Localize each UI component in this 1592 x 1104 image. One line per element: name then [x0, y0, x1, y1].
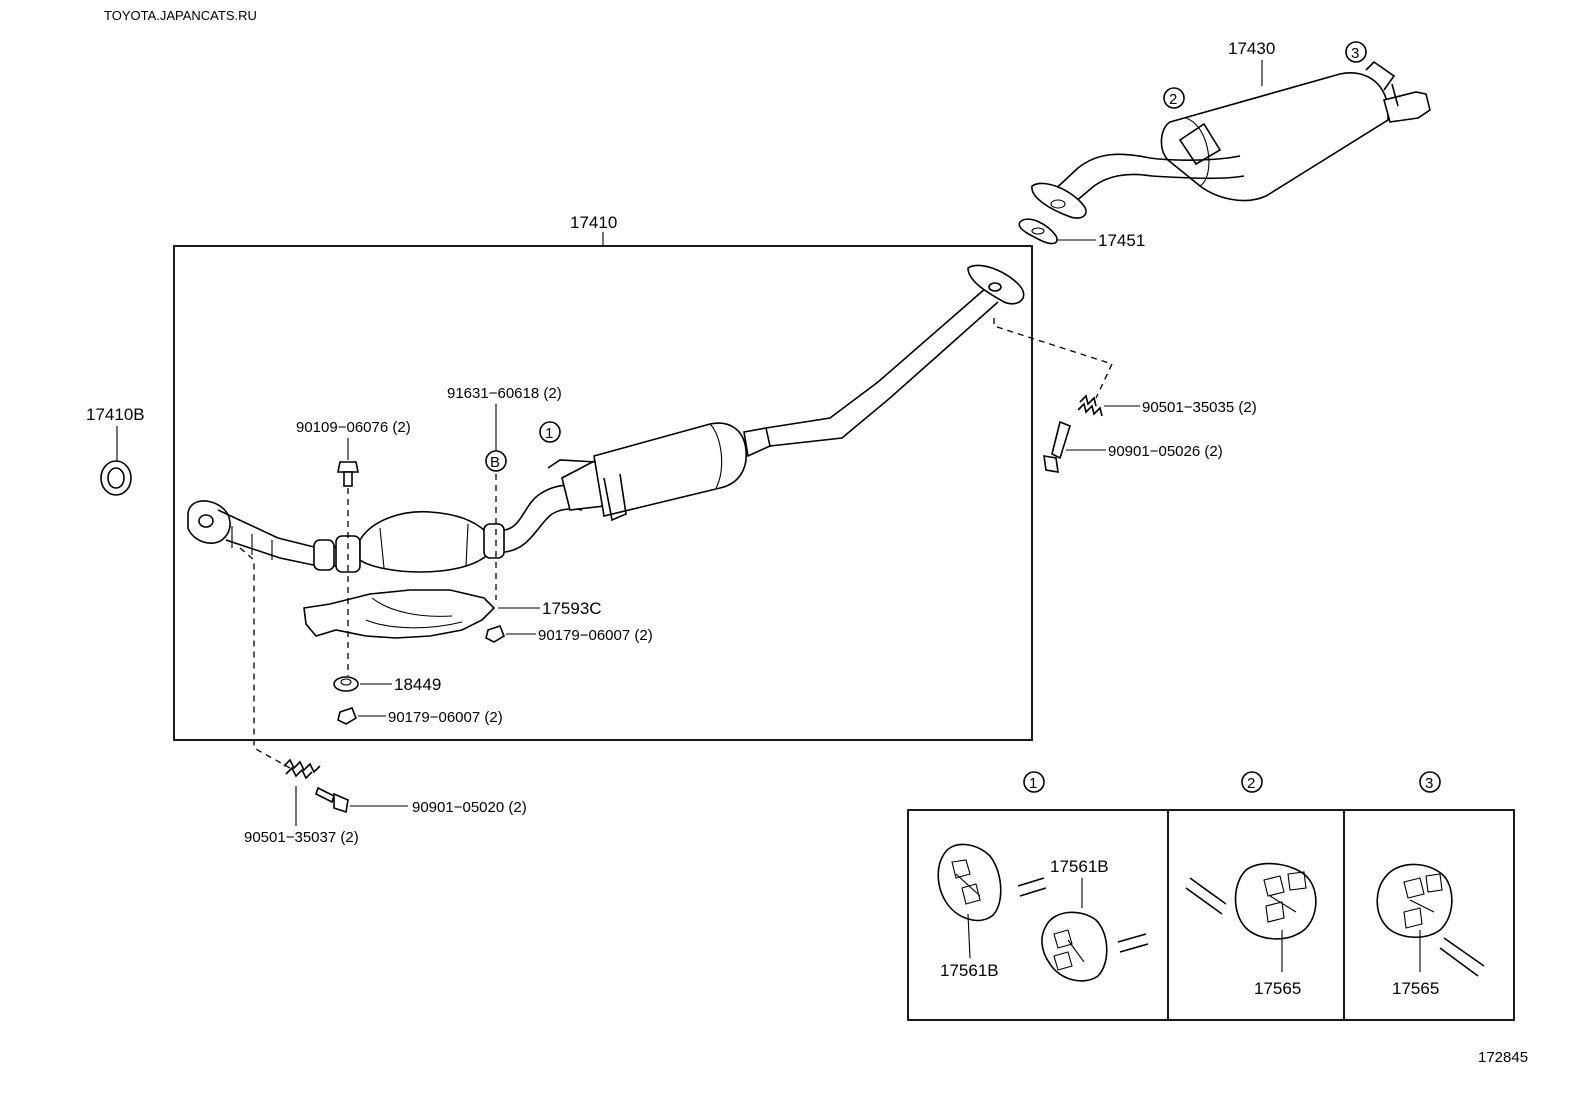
- label-17561B-top[interactable]: 17561B: [1050, 857, 1109, 876]
- bolt-90901-05020-icon: [315, 786, 349, 814]
- label-90179-06007-b[interactable]: 90179−06007 (2): [388, 709, 503, 726]
- gasket-17451-icon: [1018, 218, 1058, 245]
- front-pipe-assembly: [187, 264, 1025, 573]
- gasket-17410B-icon: [100, 460, 132, 496]
- label-91631-60618[interactable]: 91631−60618 (2): [447, 385, 562, 402]
- hanger-17561B-b-icon: [1041, 911, 1108, 982]
- label-90901-05020[interactable]: 90901−05020 (2): [412, 799, 527, 816]
- panel2-marker-circle: [1241, 771, 1263, 793]
- rod-panel1-a: [1017, 877, 1047, 897]
- hanger-17561B-a-icon: [937, 843, 1002, 922]
- rod-panel3: [1439, 937, 1485, 977]
- label-17410B[interactable]: 17410B: [86, 405, 145, 424]
- dash-line-front-spring: [239, 547, 291, 769]
- figure-number: 172845: [1478, 1049, 1528, 1066]
- panel3-marker-circle: [1419, 771, 1441, 793]
- rod-panel1-b: [1117, 933, 1149, 953]
- label-17451[interactable]: 17451: [1098, 231, 1145, 250]
- rod-panel2: [1185, 877, 1227, 915]
- label-17410[interactable]: 17410: [570, 213, 617, 232]
- label-90901-05026[interactable]: 90901−05026 (2): [1108, 443, 1223, 460]
- label-17561B-bottom[interactable]: 17561B: [940, 961, 999, 980]
- spring-90501-35037-icon: [283, 758, 321, 780]
- label-90501-35037[interactable]: 90501−35037 (2): [244, 829, 359, 846]
- muffler-17430: [1031, 60, 1431, 219]
- bolt-90901-05026-icon: [1043, 420, 1071, 473]
- dash-line-rear-spring: [993, 318, 1113, 399]
- label-90501-35035[interactable]: 90501−35035 (2): [1142, 399, 1257, 416]
- label-17565-panel2[interactable]: 17565: [1254, 979, 1301, 998]
- marker-3-circle: [1345, 41, 1367, 63]
- label-90109-06076[interactable]: 90109−06076 (2): [296, 419, 411, 436]
- panel1-marker: 1: [1029, 775, 1037, 792]
- marker-B-circle: [485, 450, 507, 472]
- hanger-17565-panel2-icon: [1234, 862, 1317, 940]
- label-17565-panel3[interactable]: 17565: [1392, 979, 1439, 998]
- label-17593C[interactable]: 17593C: [542, 599, 602, 618]
- spring-90501-35035-icon: [1077, 394, 1103, 417]
- panel3-marker: 3: [1425, 775, 1433, 792]
- marker-B: B: [490, 454, 500, 471]
- panel2-marker: 2: [1247, 775, 1255, 792]
- marker-2-circle: [1163, 87, 1185, 109]
- marker-1: 1: [545, 425, 553, 442]
- label-18449[interactable]: 18449: [394, 675, 441, 694]
- heat-insulator-17593C: [303, 589, 496, 639]
- watermark: TOYOTA.JAPANCATS.RU: [104, 8, 257, 23]
- label-90179-06007-a[interactable]: 90179−06007 (2): [538, 627, 653, 644]
- bolt-90109-06076-icon: [337, 461, 359, 487]
- marker-1-circle: [539, 421, 561, 443]
- marker-2: 2: [1169, 91, 1177, 108]
- panel1-marker-circle: [1023, 771, 1045, 793]
- marker-3: 3: [1351, 45, 1359, 62]
- nut-90179-06007-b-icon: [337, 707, 357, 725]
- washer-18449-icon: [333, 676, 359, 692]
- label-17430[interactable]: 17430: [1228, 39, 1275, 58]
- detail-panels-frame: [907, 809, 1515, 1021]
- leader-17561B-bottom: [967, 913, 971, 959]
- nut-90179-06007-a-icon: [485, 625, 505, 643]
- hanger-17565-panel3-icon: [1376, 863, 1453, 938]
